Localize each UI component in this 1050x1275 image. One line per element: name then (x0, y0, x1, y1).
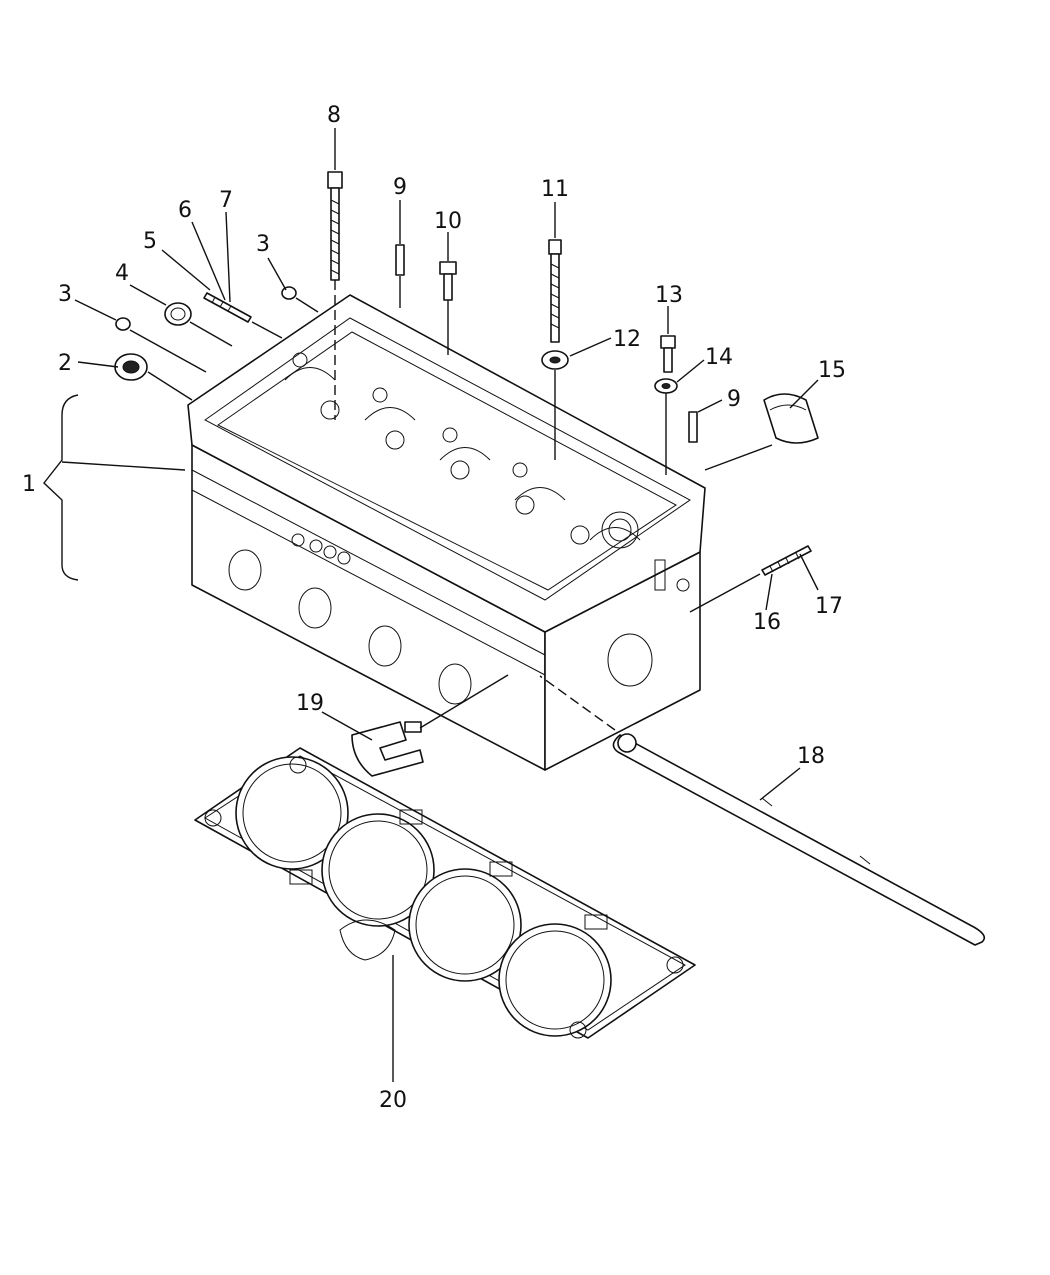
cylinder-head (187, 294, 706, 771)
callout-5: 5 (143, 229, 157, 254)
callout-labels: 1 2 3 3 4 5 6 7 8 9 9 10 11 12 13 14 15 … (22, 103, 846, 1113)
washer-part-12 (541, 350, 569, 370)
stud-part-6 (203, 292, 252, 323)
fitting-part-19 (351, 721, 424, 777)
callout-12: 12 (613, 327, 641, 352)
callout-14: 14 (705, 345, 733, 370)
head-gasket (194, 747, 696, 1039)
callout-17: 17 (815, 594, 843, 619)
dowel-part-9b (688, 411, 698, 443)
callout-16: 16 (753, 610, 781, 635)
callout-19: 19 (296, 691, 324, 716)
plug-part-3a (115, 317, 131, 331)
callout-1: 1 (22, 472, 36, 497)
bolt-part-10 (439, 261, 457, 355)
callout-9: 9 (393, 175, 407, 200)
callout-7: 7 (219, 188, 233, 213)
callout-9: 9 (727, 387, 741, 412)
rod-part-18 (612, 733, 986, 946)
cap-part-4 (164, 302, 192, 326)
washer-part-14 (654, 378, 678, 475)
bearing-part-15 (763, 393, 819, 444)
seal-part-2 (114, 353, 148, 381)
callout-3: 3 (58, 282, 72, 307)
callout-11: 11 (541, 177, 569, 202)
dowel-part-9a (395, 244, 405, 276)
callout-20: 20 (379, 1088, 407, 1113)
callout-4: 4 (115, 261, 129, 286)
bolt-part-11 (548, 239, 562, 460)
bolt-part-8 (327, 171, 343, 420)
leader-lines (43, 128, 819, 1082)
callout-18: 18 (797, 744, 825, 769)
callout-8: 8 (327, 103, 341, 128)
callout-10: 10 (434, 209, 462, 234)
callout-13: 13 (655, 283, 683, 308)
stud-part-16 (761, 545, 812, 576)
callout-3: 3 (256, 232, 270, 257)
callout-6: 6 (178, 198, 192, 223)
callout-15: 15 (818, 358, 846, 383)
plug-part-3b (281, 286, 297, 300)
bolt-part-13 (660, 335, 676, 373)
callout-2: 2 (58, 351, 72, 376)
